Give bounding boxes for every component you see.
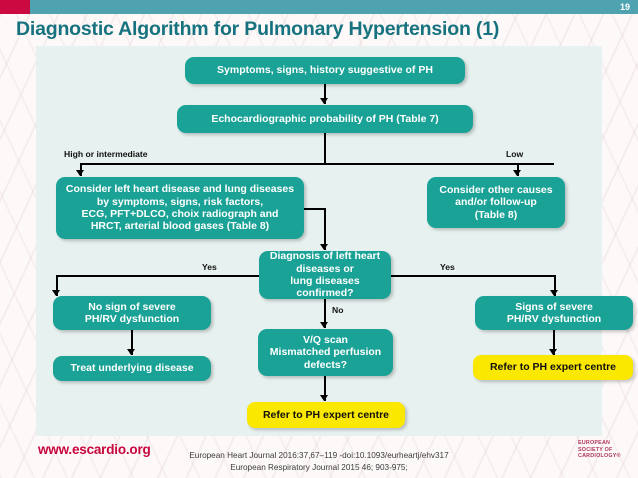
node-echocardiographic-probability[interactable]: Echocardiographic probability of PH (Tab… <box>177 105 473 133</box>
arrowhead-yes-left <box>52 290 60 296</box>
page-title: Diagnostic Algorithm for Pulmonary Hyper… <box>16 18 500 40</box>
citation-line-2: European Respiratory Journal 2015 46; 90… <box>230 463 408 472</box>
node-line: HRCT, arterial blood gases (Table 8) <box>90 220 270 233</box>
esc-logo: EUROPEAN SOCIETY OF CARDIOLOGY® <box>578 440 632 460</box>
flowchart-canvas: Symptoms, signs, history suggestive of P… <box>36 46 633 436</box>
esc-logo-line-3: CARDIOLOGY® <box>578 453 621 460</box>
node-line: by symptoms, signs, risk factors, <box>96 195 264 208</box>
node-no-sign-severe-dysfunction[interactable]: No sign of severe PH/RV dysfunction <box>53 296 211 330</box>
arrowhead-to-treat <box>127 349 135 355</box>
arrowhead-to-other-causes <box>513 170 521 176</box>
node-line: Diagnosis of left heart <box>269 250 381 263</box>
node-refer-to-ph-expert-centre-bottom[interactable]: Refer to PH expert centre <box>247 402 405 428</box>
arrowhead-yes-right <box>550 290 558 296</box>
top-accent-red-block <box>0 0 30 14</box>
node-line: Consider left heart disease and lung dis… <box>65 183 295 196</box>
node-refer-to-ph-expert-centre-right[interactable]: Refer to PH expert centre <box>473 355 633 380</box>
node-signs-severe-dysfunction[interactable]: Signs of severe PH/RV dysfunction <box>475 296 633 330</box>
esc-logo-line-1: EUROPEAN <box>578 440 611 446</box>
node-vq-scan-decision[interactable]: V/Q scan Mismatched perfusion defects? <box>258 329 393 376</box>
connector-yes-left-horizontal <box>56 275 259 277</box>
citation-line-1: European Heart Journal 2016:37,67–119 -d… <box>189 451 449 460</box>
arrowhead-to-refer-right <box>549 349 557 355</box>
page-number: 19 <box>619 2 630 12</box>
edge-label-yes-left: Yes <box>202 262 217 272</box>
esc-logo-line-2: SOCIETY OF <box>578 446 613 453</box>
node-line: diseases or <box>296 262 354 275</box>
node-line: Mismatched perfusion <box>269 346 382 359</box>
connector-signssevere-to-refer <box>553 330 555 355</box>
arrowhead-to-diagnosis <box>320 244 328 250</box>
node-line: Signs of severe <box>515 300 593 313</box>
node-consider-other-causes[interactable]: Consider other causes and/or follow-up (… <box>427 177 565 228</box>
arrowhead-to-vq <box>320 322 328 328</box>
connector-leftbox-to-diagnosis-vertical <box>324 208 326 250</box>
node-line: ECG, PFT+DLCO, choix radiograph and <box>81 208 279 220</box>
connector-diagnosis-to-vq <box>324 299 326 328</box>
arrowhead-to-refer-bottom <box>320 395 328 401</box>
node-diagnosis-confirmed-decision[interactable]: Diagnosis of left heart diseases or lung… <box>259 250 391 300</box>
node-line: and/or follow-up <box>455 196 537 209</box>
connector-leftbox-to-diagnosis-horizontal <box>304 208 324 210</box>
connector-symptoms-to-echo <box>324 84 326 104</box>
node-line: PH/RV dysfunction <box>84 313 180 325</box>
connector-yes-right-horizontal <box>391 275 556 277</box>
edge-label-low: Low <box>506 149 524 159</box>
edge-label-yes-right: Yes <box>440 262 455 272</box>
node-line: PH/RV dysfunction <box>506 313 602 325</box>
edge-label-no: No <box>332 305 344 315</box>
connector-split-horizontal <box>80 163 554 165</box>
arrowhead-to-consider-left-heart <box>76 170 84 176</box>
node-treat-underlying-disease[interactable]: Treat underlying disease <box>53 356 211 381</box>
connector-vq-to-refer-bottom <box>324 376 326 401</box>
connector-yes-left-vertical <box>56 275 58 296</box>
top-accent-bar <box>0 0 638 14</box>
node-line: lung diseases confirmed? <box>290 275 360 300</box>
connector-split-right-drop <box>517 163 519 176</box>
connector-yes-right-vertical <box>554 275 556 296</box>
node-consider-left-heart-and-lung-disease[interactable]: Consider left heart disease and lung dis… <box>56 177 304 239</box>
node-line: (Table 8) <box>474 208 518 221</box>
escardio-website-link[interactable]: www.escardio.org <box>38 442 151 457</box>
node-line: Consider other causes <box>439 183 553 196</box>
connector-nosign-to-treat <box>131 330 133 355</box>
edge-label-high-or-intermediate: High or intermediate <box>64 149 148 159</box>
node-line: V/Q scan <box>303 333 348 346</box>
connector-echo-down <box>324 133 326 164</box>
node-line: No sign of severe <box>88 300 176 313</box>
node-symptoms[interactable]: Symptoms, signs, history suggestive of P… <box>185 57 465 84</box>
node-line: defects? <box>303 358 348 371</box>
arrowhead-symptoms-to-echo <box>320 98 328 104</box>
connector-split-left-drop <box>80 163 82 176</box>
